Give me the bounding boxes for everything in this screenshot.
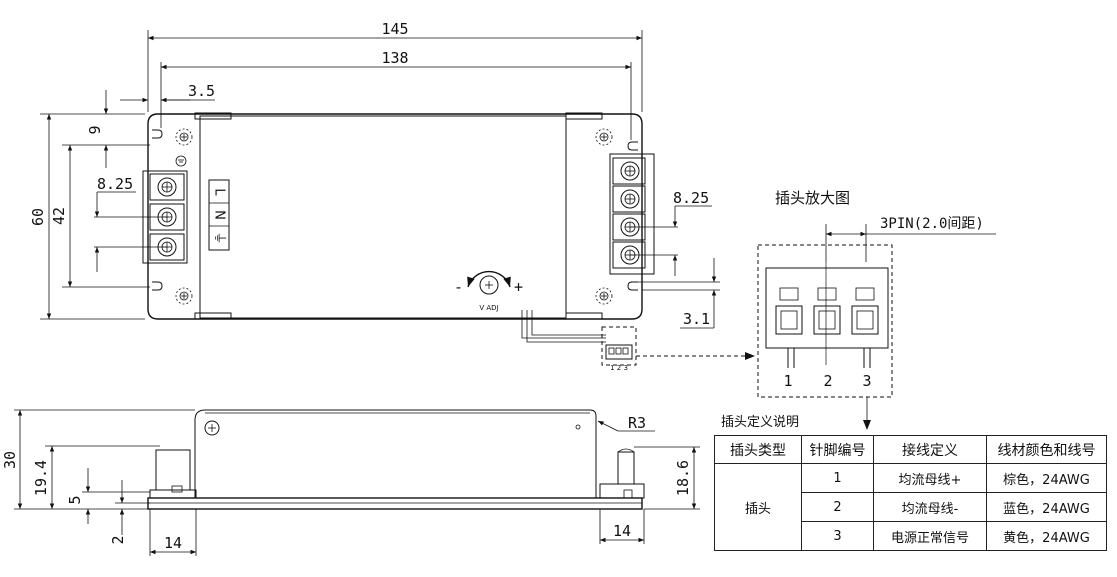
enlarged-pin-1: 1	[783, 372, 792, 390]
adjust-label: V ADJ	[479, 304, 498, 312]
enlarged-title: 插头放大图	[775, 189, 850, 207]
ground-symbol-icon	[175, 155, 187, 167]
dim-edge-offset: 3.5	[188, 82, 215, 100]
table-header-row: 插头类型 针脚编号 接线定义 线材颜色和线号	[714, 435, 1107, 464]
dim-left-pitch: 8.25	[97, 175, 133, 193]
dim-base-2: 2	[109, 535, 127, 544]
screw-icon	[175, 128, 193, 146]
pin-definition-table: 插头类型 针脚编号 接线定义 线材颜色和线号 插头 1 均流母线+ 棕色，24A…	[714, 435, 1107, 551]
enlarged-pin-3: 3	[862, 372, 871, 390]
cell-pin: 2	[801, 492, 874, 522]
small-connector	[605, 344, 633, 360]
cell-wire: 棕色，24AWG	[986, 463, 1107, 493]
screw-icon	[595, 287, 613, 305]
dim-mount-spacing: 138	[381, 49, 408, 67]
cell-definition: 均流母线-	[873, 492, 987, 522]
dim-top-offset: 9	[86, 125, 104, 134]
header-wire-color: 线材颜色和线号	[986, 435, 1107, 464]
top-view: L N ⏚ - + V ADJ	[142, 112, 755, 372]
table-row: 2 均流母线- 蓝色，24AWG	[715, 492, 1107, 522]
dim-right-offset: 3.1	[683, 310, 710, 328]
terminal-label-l: L	[212, 188, 227, 196]
adjust-minus: -	[454, 278, 463, 296]
dim-side-height: 30	[1, 451, 19, 469]
table-row: 插头 1 均流母线+ 棕色，24AWG	[714, 463, 1107, 551]
dim-overall-length: 145	[381, 20, 408, 38]
cell-definition: 电源正常信号	[873, 521, 987, 551]
cell-wire: 黄色，24AWG	[986, 521, 1107, 551]
dim-mount-height: 42	[50, 207, 68, 225]
side-view	[147, 409, 645, 510]
top-dimensions: 145 138 3.5 9 60 42 8.25	[29, 20, 720, 329]
cell-definition: 均流母线+	[873, 463, 987, 493]
dim-height: 60	[29, 208, 47, 226]
dim-base-5: 5	[66, 495, 84, 504]
table-row: 3 电源正常信号 黄色，24AWG	[715, 521, 1107, 551]
dim-terminal-height: 19.4	[32, 460, 50, 496]
cell-connector-type: 插头	[714, 463, 802, 551]
header-wiring-definition: 接线定义	[873, 435, 987, 464]
side-dimensions: 30 19.4 5 2 14 14 18.6 R3	[1, 409, 700, 556]
enlarged-connector: 插头放大图 3PIN(2.0间距) 1 2 3	[757, 189, 996, 430]
output-terminal-block	[609, 153, 655, 275]
dim-left-width: 14	[164, 534, 182, 552]
header-connector-type: 插头类型	[714, 435, 802, 464]
voltage-adjust-pot: - + V ADJ	[454, 270, 523, 312]
dim-right-pitch: 8.25	[673, 189, 709, 207]
adjust-plus: +	[514, 278, 523, 296]
cell-pin: 1	[801, 463, 874, 493]
enlarged-pitch-label: 3PIN(2.0间距)	[880, 216, 984, 232]
terminal-label-n: N	[212, 210, 227, 220]
dim-right-terminal-height: 18.6	[674, 460, 692, 496]
screw-icon	[595, 128, 613, 146]
table-title: 插头定义说明	[721, 415, 799, 430]
enlarged-pin-2: 2	[823, 372, 832, 390]
dim-radius: R3	[628, 414, 646, 432]
screw-icon	[175, 287, 193, 305]
dim-right-width: 14	[613, 522, 631, 540]
header-pin-number: 针脚编号	[801, 435, 874, 464]
cell-wire: 蓝色，24AWG	[986, 492, 1107, 522]
cell-pin: 3	[801, 521, 874, 551]
terminal-label-ground: ⏚	[212, 231, 227, 244]
small-connector-label: 1 2 3	[610, 364, 628, 372]
